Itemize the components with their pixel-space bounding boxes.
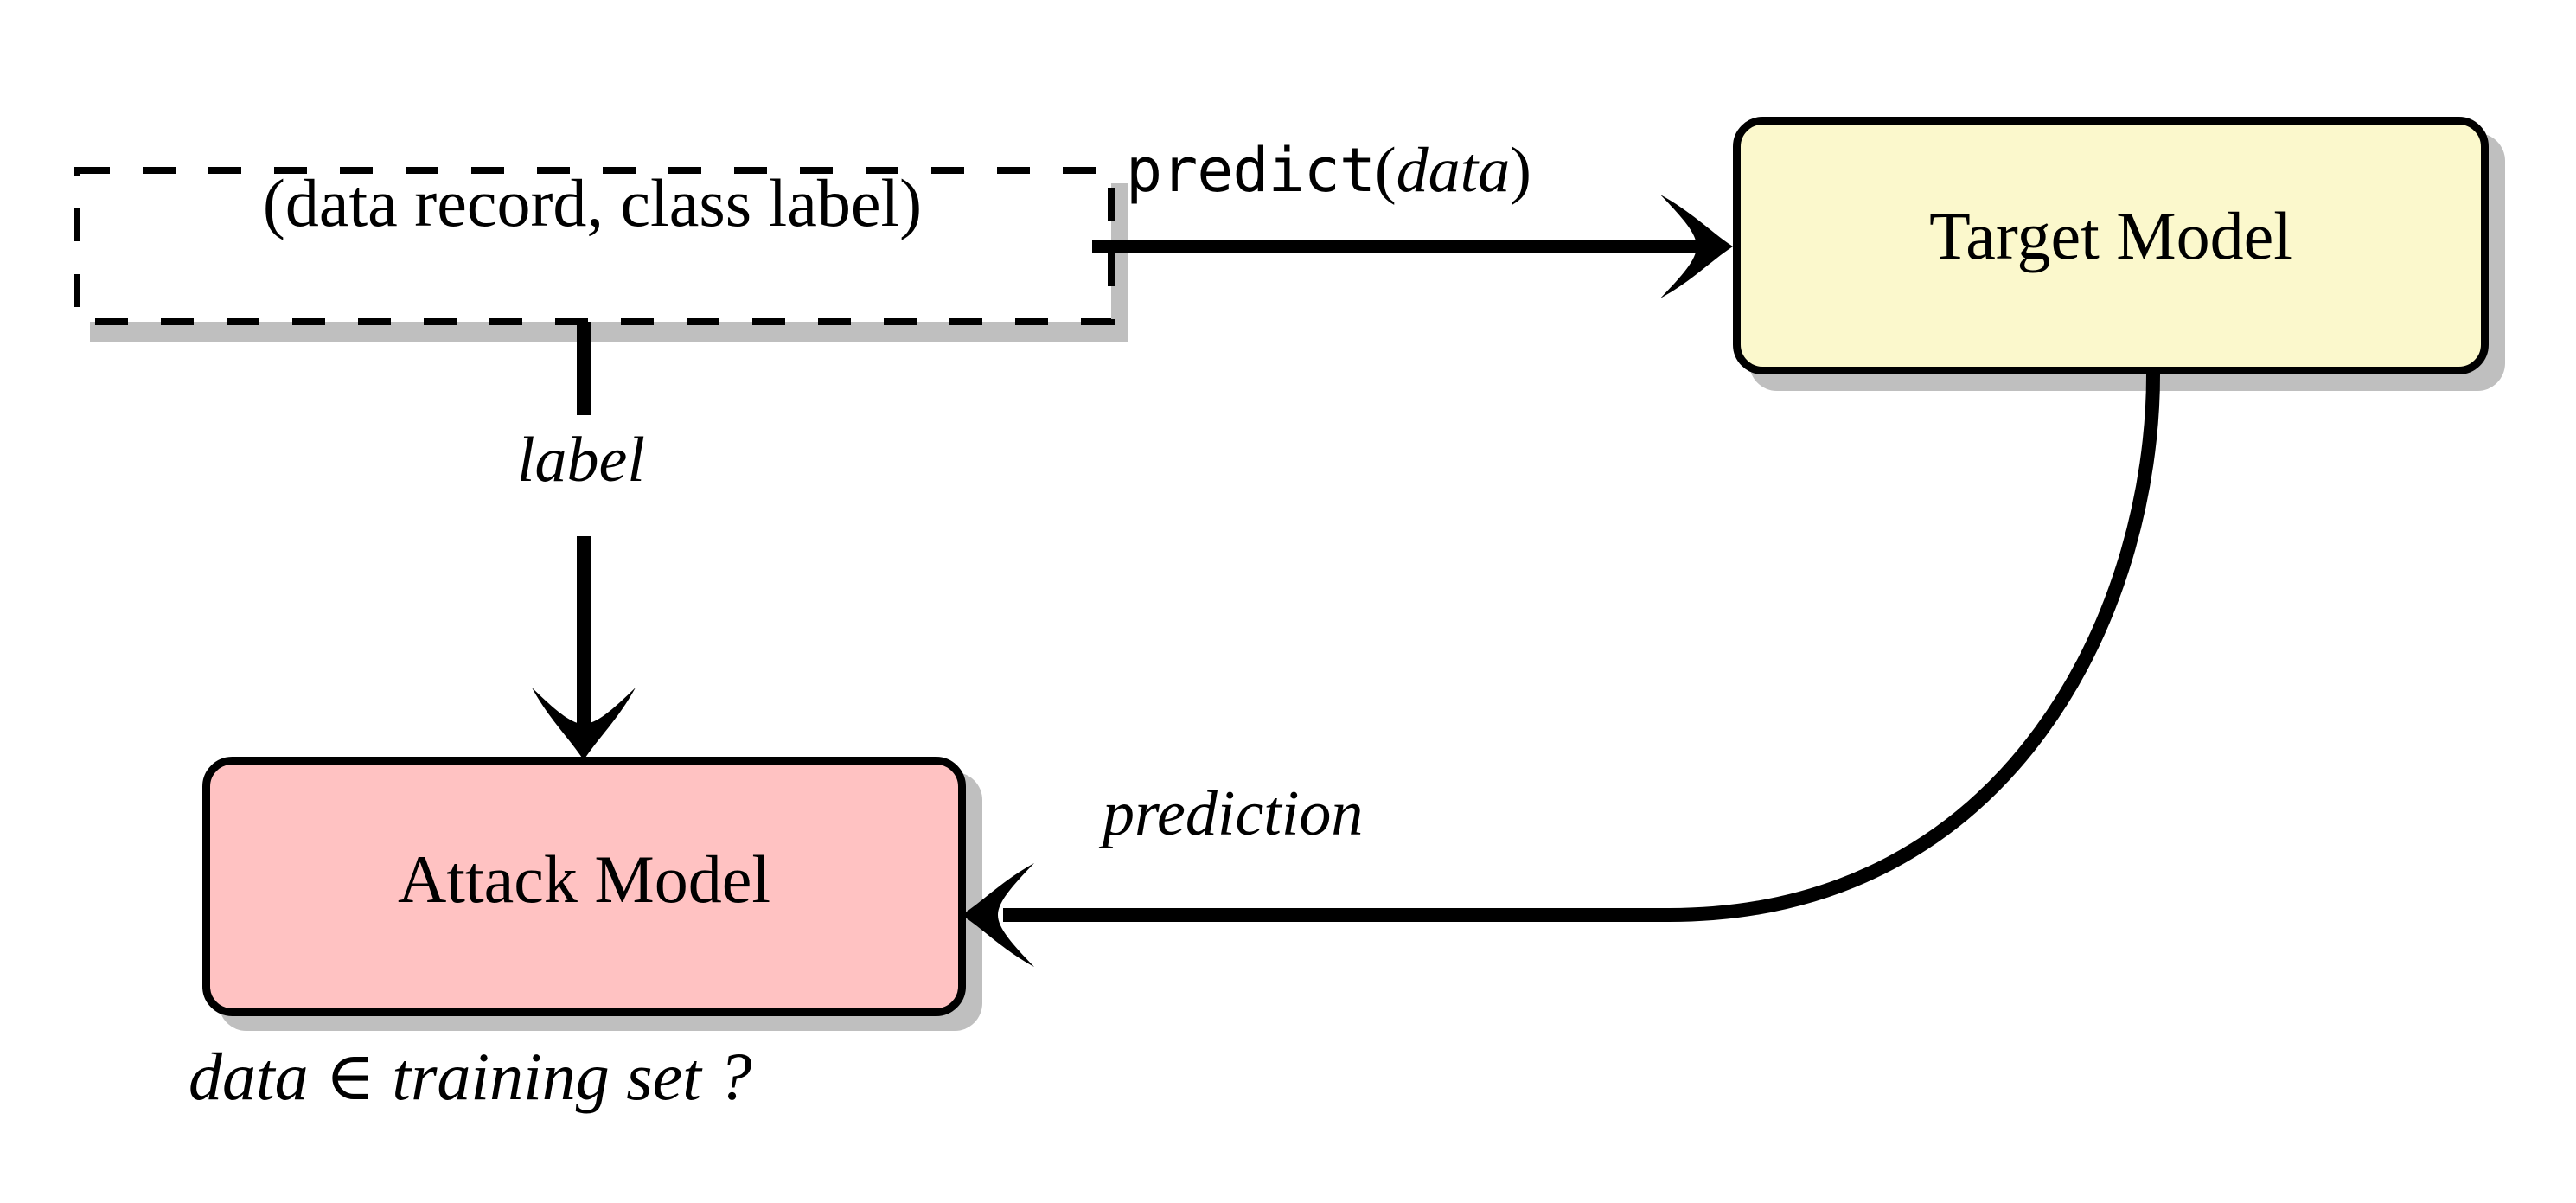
prediction-edge[interactable]: [962, 374, 2160, 967]
target-model-box[interactable]: [1733, 117, 2489, 374]
label-edge-arrowhead: [532, 688, 636, 760]
predict-edge[interactable]: [1092, 195, 1733, 298]
label-edge[interactable]: [532, 322, 636, 760]
predict-edge-label-paren-open: (: [1375, 135, 1397, 206]
predict-edge-label-fn: predict: [1126, 135, 1376, 206]
prediction-edge-curve: [1003, 374, 2160, 922]
target-model-label: Target Model: [1929, 198, 2292, 273]
predict-edge-label: predict(data): [1126, 138, 1531, 202]
membership-question-label: data ∈ training set ?: [189, 1039, 752, 1114]
predict-edge-arrowhead: [1660, 195, 1733, 298]
prediction-edge-label: prediction: [1103, 778, 1364, 849]
data-record-box[interactable]: [74, 167, 1115, 325]
predict-edge-label-arg: data: [1396, 135, 1511, 206]
data-record-box-label: (data record, class label): [262, 165, 923, 240]
predict-edge-label-paren-close: ): [1510, 135, 1531, 206]
prediction-edge-arrowhead: [962, 863, 1034, 967]
label-edge-label: label: [517, 425, 645, 496]
attack-model-label: Attack Model: [397, 841, 771, 917]
attack-model-box[interactable]: [202, 757, 966, 1016]
